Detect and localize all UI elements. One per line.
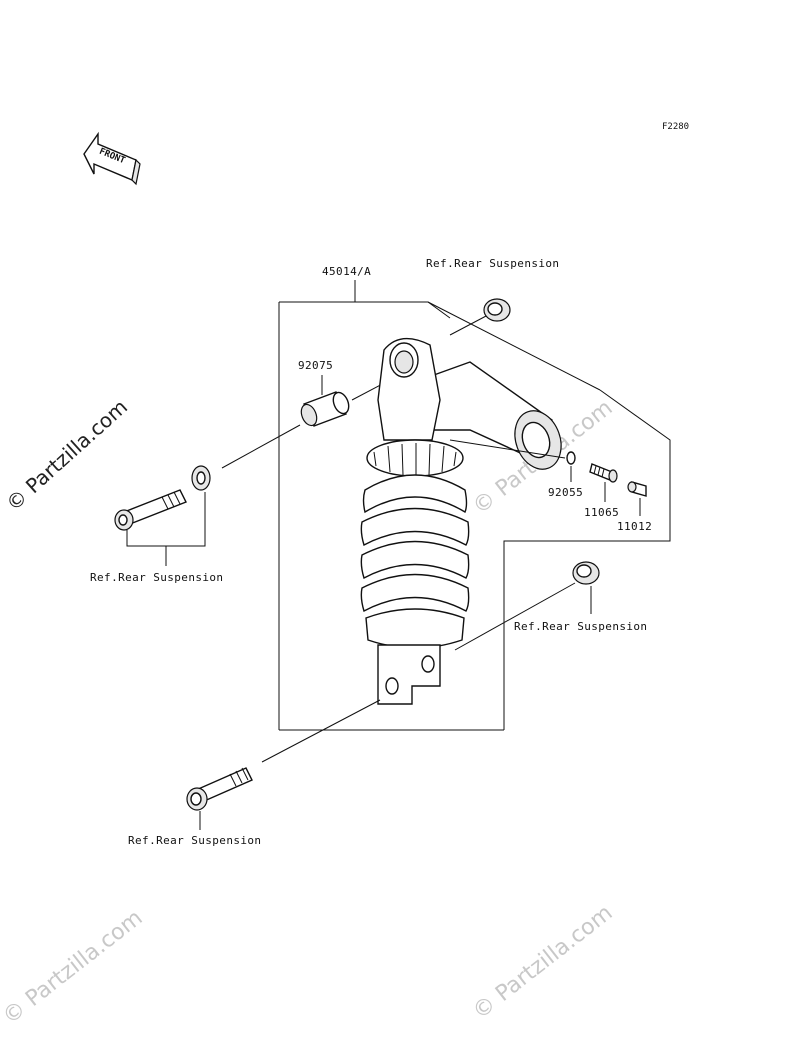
- ref-label-top-nut: Ref.Rear Suspension: [426, 257, 559, 270]
- part-label-cap: 11012: [617, 520, 652, 533]
- lower-bolt-icon: [186, 767, 253, 811]
- bushing-icon: [300, 391, 350, 427]
- lower-nut-icon: [572, 561, 600, 585]
- part-label-bushing: 92075: [298, 359, 333, 372]
- upper-bolt-icon: [114, 489, 187, 531]
- upper-washer-icon: [191, 465, 211, 491]
- top-nut-icon: [449, 298, 511, 336]
- watermark-faint: © Partzilla.com: [0, 906, 147, 1030]
- assembly-bracket: [278, 280, 671, 731]
- diagram-code: F2280: [662, 122, 689, 132]
- part-label-fitting: 11065: [584, 506, 619, 519]
- front-arrow-icon: FRONT: [83, 131, 141, 186]
- part-label-o-ring: 92055: [548, 486, 583, 499]
- ref-label-upper-bolt: Ref.Rear Suspension: [90, 571, 223, 584]
- watermark-main: © Partzilla.com: [1, 395, 132, 516]
- part-label-shock-assembly: 45014/A: [322, 265, 371, 278]
- ref-label-lower-bolt: Ref.Rear Suspension: [128, 834, 261, 847]
- watermark-faint: © Partzilla.com: [468, 901, 617, 1025]
- cap-icon: [627, 481, 647, 497]
- shock-absorber-icon: [360, 337, 562, 705]
- ref-label-lower-nut: Ref.Rear Suspension: [514, 620, 647, 633]
- fitting-icon: [589, 463, 618, 483]
- o-ring-icon: [566, 451, 576, 465]
